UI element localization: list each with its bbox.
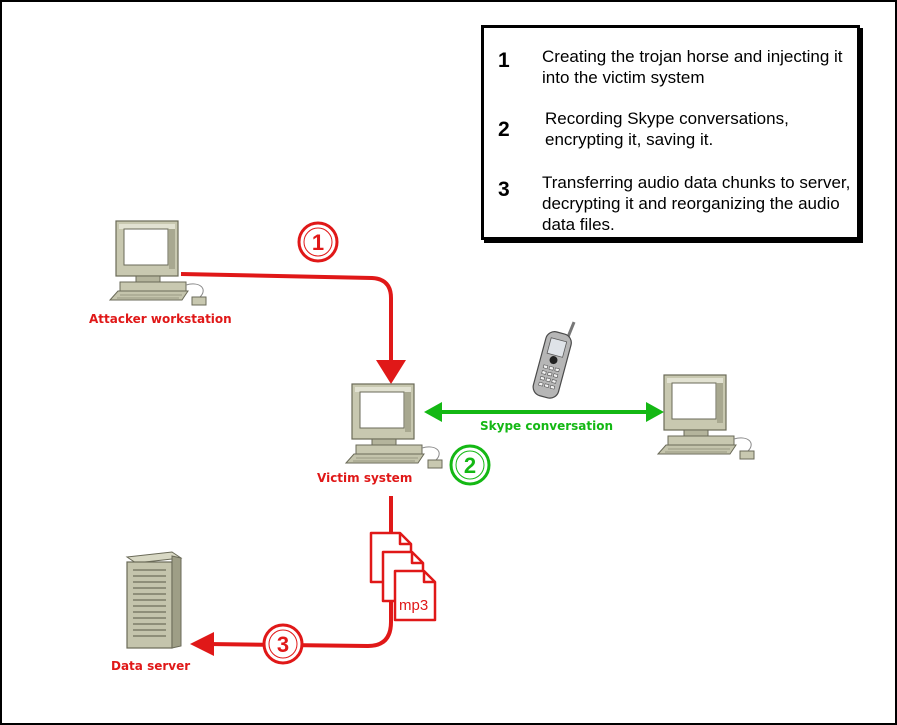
legend-item-text: Recording Skype conversations, encryptin… [545, 109, 789, 149]
victim-system-label: Victim system [317, 471, 413, 485]
arrowhead-to-server [190, 632, 214, 656]
step-badge-3: 3 [262, 623, 304, 665]
server-tower-icon [125, 551, 183, 649]
legend-item-number: 1 [498, 49, 510, 72]
step-badge-1: 1 [297, 221, 339, 263]
arrowhead-to-victim-green [424, 402, 442, 422]
legend-item-number: 2 [498, 118, 510, 141]
legend-item-text: Transferring audio data chunks to server… [542, 173, 851, 234]
data-server-label: Data server [111, 659, 191, 673]
step-badge-2-number: 2 [464, 453, 476, 478]
attacker-workstation-label: Attacker workstation [89, 312, 232, 326]
legend-box: 1 Creating the trojan horse and injectin… [481, 25, 860, 240]
mobile-phone-icon [532, 321, 576, 399]
mp3-file-label: mp3 [399, 597, 428, 614]
attack-line-1 [180, 272, 393, 368]
document-stack-icon [369, 531, 437, 622]
step-badge-3-number: 3 [277, 632, 289, 657]
skype-conversation-label: Skype conversation [480, 419, 614, 433]
exfiltration-line-3 [207, 496, 393, 649]
arrowhead-to-peer [646, 402, 664, 422]
legend-item-text: Creating the trojan horse and injecting … [542, 47, 843, 87]
step-badge-1-number: 1 [312, 230, 324, 255]
attacker-computer-icon [109, 220, 207, 306]
peer-computer-icon [657, 374, 755, 460]
step-badge-2: 2 [449, 444, 491, 486]
legend-item-number: 3 [498, 178, 510, 201]
victim-computer-icon [345, 383, 443, 469]
arrowhead-to-victim [376, 360, 406, 384]
